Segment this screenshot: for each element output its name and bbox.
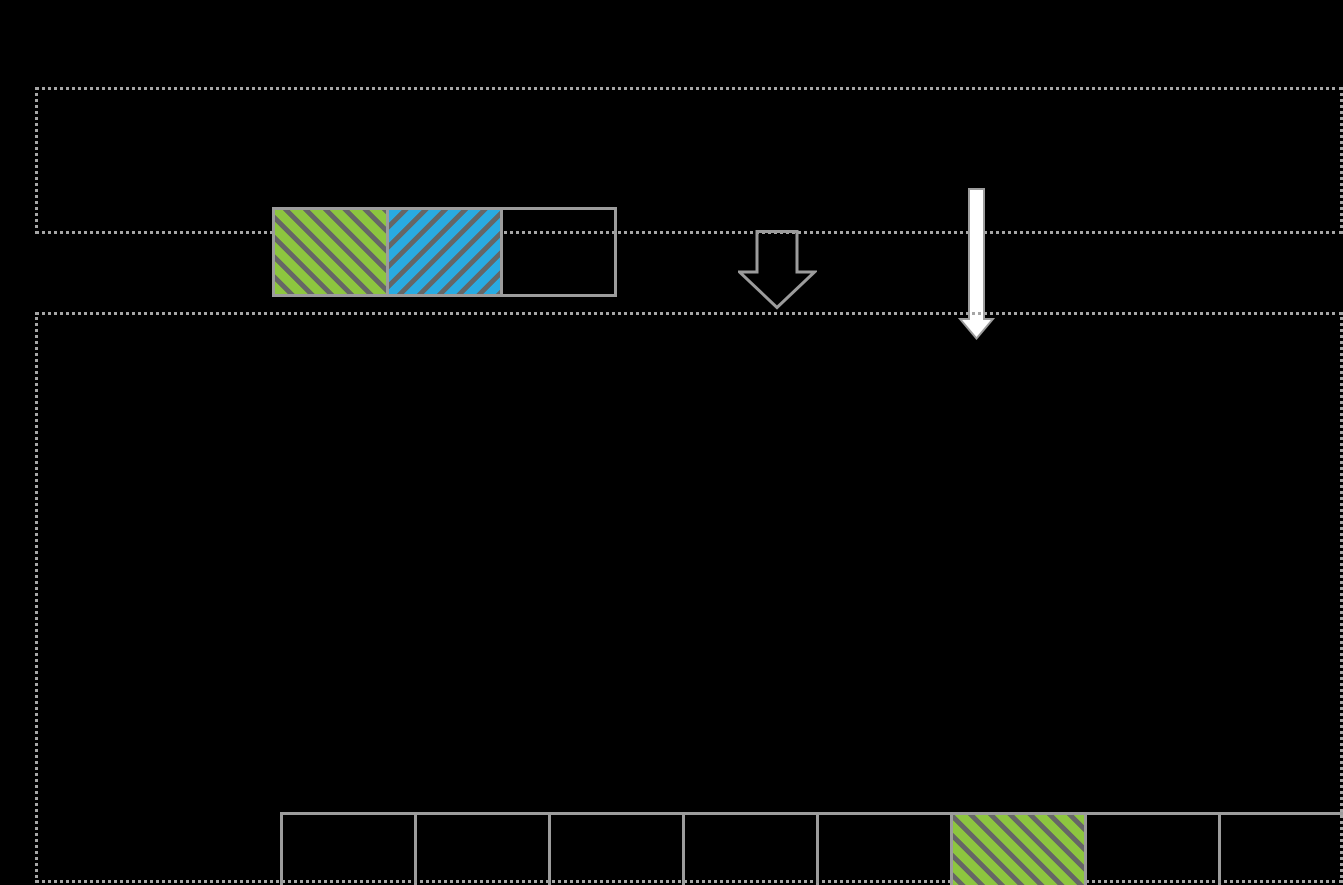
grid-cell-empty (816, 812, 953, 885)
source-strip (272, 207, 617, 297)
grid-cell-empty (280, 812, 417, 885)
top-dotted-box (35, 87, 1343, 297)
grid-cell-empty (500, 207, 617, 297)
grid-cell-empty (1084, 812, 1221, 885)
grid-cell-blue-hatch (386, 207, 503, 297)
grid-cell-empty (682, 812, 819, 885)
grid-cell-empty (414, 812, 551, 885)
white-down-arrow-icon (958, 188, 995, 340)
hollow-down-arrow-icon (738, 230, 817, 310)
grid-cell-green-hatch (950, 812, 1087, 885)
grid-cell-green-hatch (272, 207, 389, 297)
upper-target-grid (280, 812, 1343, 885)
bottom-dotted-box (35, 312, 1343, 885)
grid-cell-empty (548, 812, 685, 885)
grid-cell-empty (1218, 812, 1343, 885)
